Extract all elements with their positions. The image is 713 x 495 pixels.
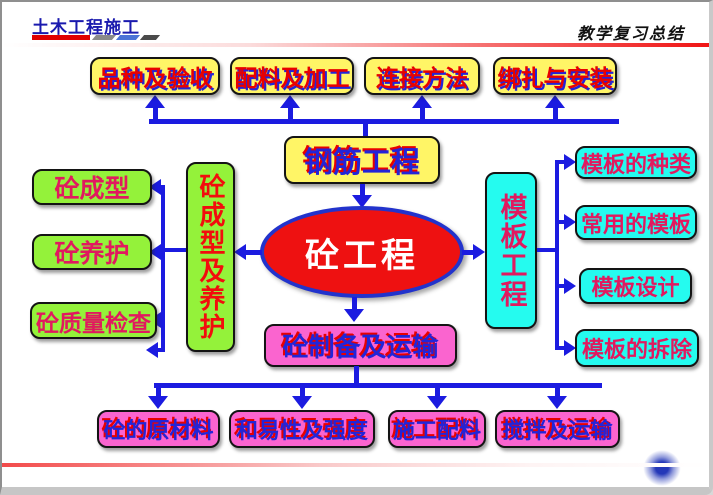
arrow-stem [558,160,566,164]
arrow-stem [153,107,158,121]
node-forming-curing: 砼成型及养护 [186,162,235,352]
left-arrow-icon [149,244,161,260]
header-rule [2,43,709,47]
topic-construction-batching: 施工配料 [388,410,486,448]
up-arrow-icon [280,95,300,108]
logo-underline-dark-segment [139,35,161,40]
down-arrow-icon [352,195,372,208]
logo-underline-blue-segment [115,35,141,40]
forming-branch-stem [163,248,186,252]
center-to-mixing-line [352,297,357,311]
arrow-stem [157,185,165,189]
bottom-branch-line [154,383,602,388]
node-rebar-works: 钢筋工程 [284,136,440,184]
up-arrow-icon [412,95,432,108]
left-arrow-icon [234,244,246,260]
topic-mixing-transport: 搅拌及运输 [495,410,620,448]
arrow-stem [288,107,293,121]
left-arrow-icon [146,342,158,358]
arrow-stem [157,250,165,254]
right-arrow-icon [564,214,576,230]
up-arrow-icon [145,95,165,108]
topic-tying-installation: 绑扎与安装 [493,57,617,95]
topic-formwork-removal: 模板的拆除 [575,329,699,367]
right-arrow-icon [473,244,485,260]
arrow-stem [558,220,566,224]
formwork-branch-stem [537,248,557,252]
down-arrow-icon [344,309,364,322]
arrow-stem [553,107,558,121]
rebar-branch-stem [363,119,368,137]
arrow-stem [157,318,165,322]
right-arrow-icon [564,278,576,294]
logo-underline-gray-segment [91,35,117,40]
up-arrow-icon [545,95,565,108]
topic-connection-methods: 连接方法 [364,57,480,95]
topic-raw-materials: 砼的原材料 [97,410,220,448]
topic-concrete-curing: 砼养护 [32,234,152,270]
course-logo-text: 土木工程施工 [32,18,140,38]
footer-rule [2,463,709,467]
down-arrow-icon [427,396,447,409]
left-arrow-icon [149,179,161,195]
node-formwork-works: 模板工程 [485,172,537,329]
top-branch-line [149,119,619,124]
right-arrow-icon [564,340,576,356]
slide-title: 教学复习总结 [576,24,685,43]
arrow-stem [420,107,425,121]
topic-quality-inspection: 砼质量检查 [30,302,157,339]
topic-batching-processing: 配料及加工 [230,57,354,95]
footer-glow-decoration [638,445,686,487]
arrow-stem [155,348,165,352]
arrow-stem [156,387,161,398]
down-arrow-icon [292,396,312,409]
node-mix-transport: 砼制备及运输 [264,324,457,367]
arrow-stem [555,387,560,398]
node-concrete-project: 砼工程 [260,206,464,298]
arrow-stem [558,284,566,288]
logo-underline-red [32,35,90,40]
arrow-stem [300,387,305,398]
topic-common-formwork: 常用的模板 [575,205,697,240]
center-to-forming-line [245,250,262,255]
down-arrow-icon [547,396,567,409]
forming-branch-line [161,185,165,352]
arrow-stem [435,387,440,398]
topic-formwork-types: 模板的种类 [575,146,697,179]
down-arrow-icon [148,396,168,409]
topic-formwork-design: 模板设计 [579,268,692,304]
right-arrow-icon [564,154,576,170]
formwork-branch-line [555,160,559,350]
rebar-to-center-line [360,184,365,197]
mixing-branch-stem [354,366,359,386]
topic-variety-acceptance: 品种及验收 [90,57,220,95]
center-to-formwork-line [462,250,476,255]
topic-workability-strength: 和易性及强度 [229,410,375,448]
topic-concrete-forming: 砼成型 [32,169,152,205]
arrow-stem [558,346,566,350]
